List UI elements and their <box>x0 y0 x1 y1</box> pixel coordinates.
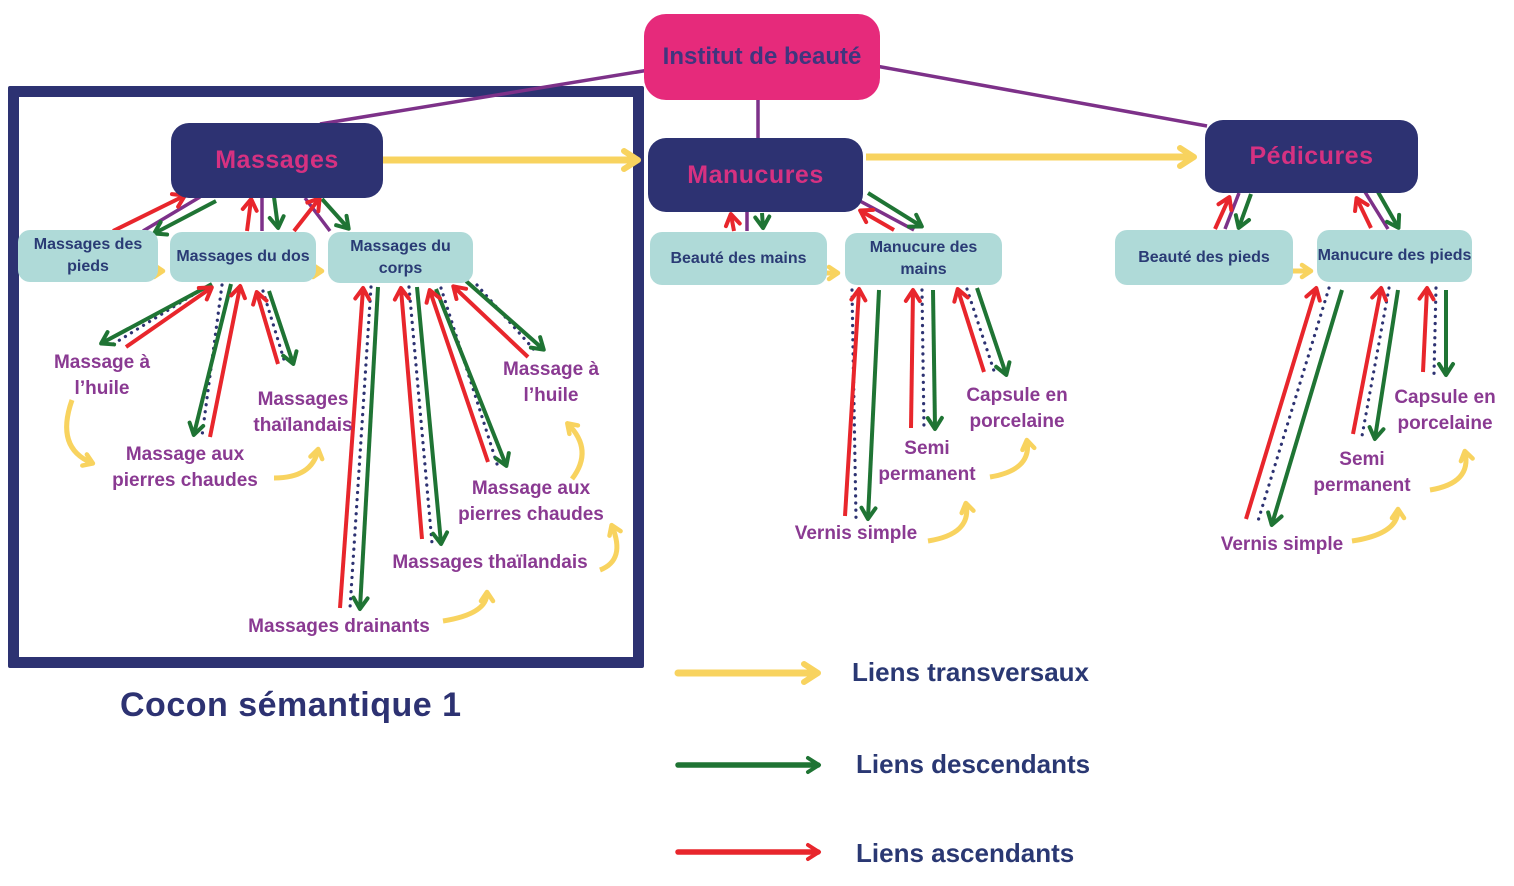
node-massages-des-pieds: Massages des pieds <box>18 230 158 282</box>
cocon-frame <box>8 86 644 668</box>
leaf-vernis-simple-pedicures: Vernis simple <box>1220 534 1344 555</box>
leaf-semi-permanent-pedicures: Semi permanent <box>1313 449 1411 497</box>
node-massages: Massages <box>171 123 383 198</box>
node-manucures: Manucures <box>648 138 863 212</box>
node-massages-du-dos: Massages du dos <box>170 232 316 282</box>
leaf-massage-pierres-droite: Massage aux pierres chaudes <box>458 478 604 526</box>
legend-label-descendants: Liens descendants <box>856 749 1091 779</box>
node-manucure-des-mains: Manucure des mains <box>845 233 1002 285</box>
leaf-capsule-porcelaine-manucures: Capsule en porcelaine <box>966 385 1068 433</box>
dotted-links <box>108 283 1438 610</box>
legend-label-transversaux: Liens transversaux <box>852 657 1090 687</box>
node-institut-de-beaute: Institut de beauté <box>644 14 880 100</box>
descendant-links <box>99 191 1455 611</box>
leaf-massages-thailandais-droite: Massages thaïlandais <box>392 552 588 573</box>
leaf-semi-permanent-manucures: Semi permanent <box>878 438 976 486</box>
node-manucure-des-pieds: Manucure des pieds <box>1317 230 1472 282</box>
leaf-capsule-porcelaine-pedicures: Capsule en porcelaine <box>1394 387 1496 435</box>
leaf-massage-huile-gauche: Massage à l’huile <box>53 352 151 400</box>
leaf-massages-drainants: Massages drainants <box>248 616 430 637</box>
leaf-massage-huile-droite: Massage à l’huile <box>502 359 600 407</box>
node-beaute-des-pieds: Beauté des pieds <box>1115 230 1293 285</box>
leaf-vernis-simple-manucures: Vernis simple <box>794 523 918 544</box>
node-beaute-des-mains: Beauté des mains <box>650 232 827 285</box>
cocon-title: Cocon sémantique 1 <box>120 686 462 724</box>
legend-arrows <box>674 661 821 861</box>
ascendant-links <box>112 192 1436 609</box>
node-massages-du-corps: Massages du corps <box>328 232 473 283</box>
legend-label-ascendants: Liens ascendants <box>856 838 1075 868</box>
leaf-massage-pierres-gauche: Massage aux pierres chaudes <box>112 444 258 492</box>
node-pedicures: Pédicures <box>1205 120 1418 193</box>
leaf-massages-thailandais-gauche: Massages thaïlandais <box>253 389 353 437</box>
